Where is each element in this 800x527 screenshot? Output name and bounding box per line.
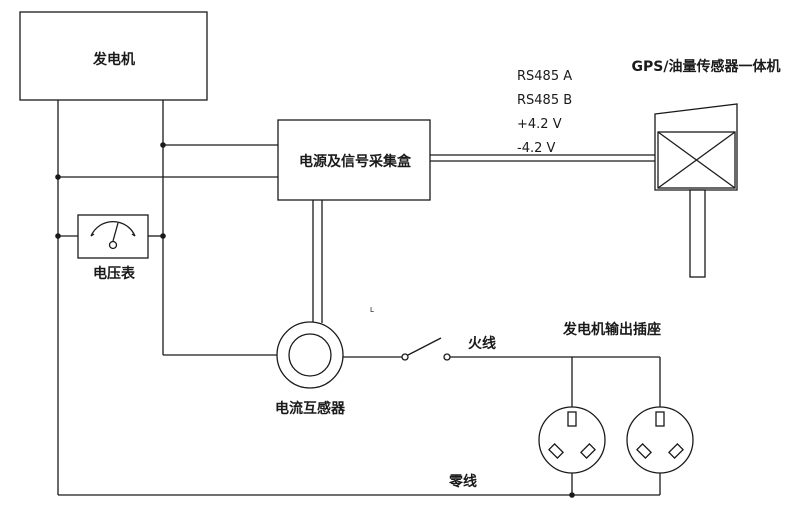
voltmeter-pivot <box>108 240 118 250</box>
collector-box: 电源及信号采集盒 <box>277 119 657 323</box>
collector-box-frame <box>277 119 431 201</box>
current-transformer: 电流互感器 <box>163 321 346 417</box>
generator-wires <box>55 100 660 498</box>
collector-box-label: 电源及信号采集盒 <box>299 153 412 170</box>
output-sockets-label: 发电机输出插座 <box>562 321 661 338</box>
voltmeter-dial-arc <box>90 220 136 237</box>
live-wire-label: 火线 <box>468 335 496 352</box>
socket-slot <box>548 443 564 459</box>
ct-label: 电流互感器 <box>275 400 346 417</box>
signal-label: +4.2 V <box>517 117 562 132</box>
switch-contact <box>401 353 409 361</box>
signal-label: RS485 B <box>517 93 572 108</box>
output-socket-right <box>626 357 694 495</box>
generator-box <box>19 11 208 101</box>
junction-dot <box>55 174 61 180</box>
signal-list: RS485 A RS485 B +4.2 V -4.2 V <box>517 69 572 156</box>
small-mark: L <box>370 306 374 314</box>
sensor-probe <box>689 189 706 278</box>
generator-label: 发电机 <box>92 51 135 68</box>
gps-fuel-sensor: GPS/油量传感器一体机 <box>632 58 781 278</box>
voltmeter-tick <box>131 233 136 237</box>
signal-label: RS485 A <box>517 69 572 84</box>
generator: 发电机 <box>19 11 208 101</box>
voltmeter-needle <box>112 222 119 242</box>
socket-earth-slot <box>655 411 665 427</box>
voltmeter-label: 电压表 <box>93 265 136 282</box>
output-socket-left <box>538 357 606 495</box>
socket-slot <box>636 443 652 459</box>
neutral-wire-label: 零线 <box>448 473 477 490</box>
ct-inner-ring <box>288 333 332 377</box>
switch-contact <box>443 353 451 361</box>
sensor-cross <box>657 131 736 189</box>
sensor-label: GPS/油量传感器一体机 <box>632 58 781 75</box>
junction-dot <box>160 142 166 148</box>
voltmeter-tick <box>90 233 95 237</box>
voltmeter: 电压表 <box>58 214 163 282</box>
socket-slot <box>580 443 596 459</box>
live-switch: 火线 <box>343 335 660 361</box>
socket-earth-slot <box>567 411 577 427</box>
signal-label: -4.2 V <box>517 141 555 156</box>
socket-slot <box>668 443 684 459</box>
switch-lever <box>407 337 442 356</box>
